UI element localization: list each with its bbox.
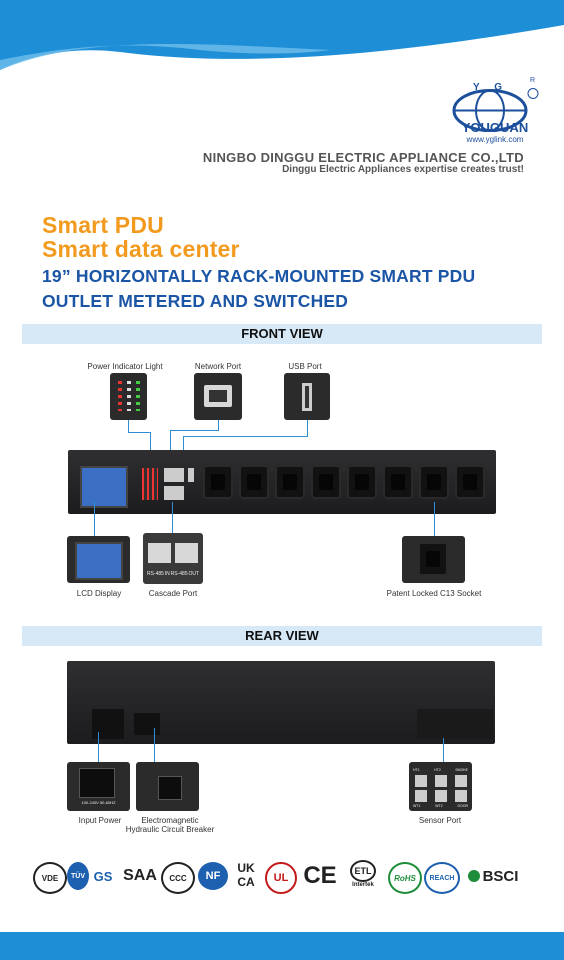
sensor-label: HT1 [413, 768, 420, 772]
front-network-port [164, 468, 184, 482]
c13-socket-photo [402, 536, 465, 583]
connector-line [154, 728, 155, 762]
connector-line [307, 420, 308, 436]
reach-mark: REACH [424, 862, 460, 894]
connector-line [434, 502, 435, 536]
ce-mark: CE [303, 862, 337, 889]
bsci-icon [467, 870, 480, 882]
pdu-rear-panel [67, 661, 495, 744]
rear-sensor-ports [417, 709, 493, 739]
sensor-label: DOOR [457, 804, 469, 808]
breaker-caption-line2: Hydraulic Circuit Breaker [125, 825, 215, 834]
power-indicator-photo [110, 373, 147, 420]
network-port-photo [194, 373, 242, 420]
rear-input-power [92, 709, 124, 739]
logo-letters: Y G [473, 82, 509, 93]
headline-smart-pdu: Smart PDU [42, 212, 164, 238]
sensor-label: SMOKE [455, 768, 468, 772]
cascade-label: IN [164, 571, 170, 577]
saa-mark: SAA [123, 867, 157, 884]
c13-socket [275, 465, 305, 499]
registered-mark: R [530, 77, 536, 84]
power-indicator-caption: Power Indicator Light [87, 362, 163, 371]
company-slogan: Dinggu Electric Appliances expertise cre… [282, 164, 524, 175]
youguan-logo [452, 88, 539, 132]
breaker-caption-line1: Electromagnetic [141, 816, 199, 825]
cascade-label: OUT [188, 571, 199, 577]
top-wave-decoration [0, 0, 564, 70]
vde-mark: VDE [33, 862, 67, 894]
sensor-label: HT2 [434, 768, 441, 772]
gs-mark: GS [93, 868, 113, 884]
bottom-band [0, 932, 564, 960]
ccc-mark: CCC [161, 862, 195, 894]
c13-socket [383, 465, 413, 499]
c13-socket [203, 465, 233, 499]
connector-line [98, 732, 99, 762]
c13-socket [311, 465, 341, 499]
sensor-label: WT2 [435, 804, 443, 808]
headline-smart-data-center: Smart data center [42, 236, 240, 262]
bsci-mark: BSCI [463, 862, 523, 890]
connector-line [94, 502, 95, 536]
socket-caption: Patent Locked C13 Socket [386, 589, 482, 598]
usb-port-photo [284, 373, 330, 420]
cascade-port-caption: Cascade Port [148, 589, 198, 598]
cascade-label: RS-485 [147, 571, 164, 577]
headline-outlet-metered: OUTLET METERED AND SWITCHED [42, 291, 349, 311]
nf-mark: NF [198, 862, 228, 890]
network-port-caption: Network Port [194, 362, 242, 371]
sensor-label: WT1 [413, 804, 421, 808]
ukca-mark: UK CA [237, 861, 255, 889]
c13-socket [455, 465, 485, 499]
connector-line [443, 738, 444, 762]
connector-line [170, 430, 219, 431]
headline-rack-mounted: 19” HORIZONTALLY RACK-MOUNTED SMART PDU [42, 266, 476, 286]
indicator-lights [142, 468, 158, 500]
front-view-title: FRONT VIEW [22, 324, 542, 344]
brand-name: YOUGUAN [461, 120, 529, 135]
front-usb-port [188, 468, 194, 482]
front-lcd [80, 466, 128, 508]
cascade-label: RS-485 [170, 571, 188, 577]
pdu-front-panel [68, 450, 496, 514]
lcd-display-caption: LCD Display [76, 589, 122, 598]
connector-line [172, 502, 173, 536]
c13-socket [347, 465, 377, 499]
lcd-display-photo [67, 536, 130, 583]
input-power-photo: 100-240V 50-60HZ [67, 762, 130, 811]
usb-port-caption: USB Port [288, 362, 322, 371]
front-cascade-port [164, 486, 184, 500]
sensor-port-caption: Sensor Port [418, 816, 462, 825]
sensor-port-photo: HT1 HT2 SMOKE WT1 WT2 DOOR [409, 762, 472, 811]
cascade-port-photo: RS-485 IN RS-485 OUT [143, 533, 203, 584]
circuit-breaker-photo [136, 762, 199, 811]
tuv-mark: TÜV [67, 862, 89, 890]
ul-mark: UL [265, 862, 297, 894]
company-name: NINGBO DINGGU ELECTRIC APPLIANCE CO.,LTD [202, 150, 524, 165]
brand-url: www.yglink.com [466, 135, 524, 144]
c13-socket [419, 465, 449, 499]
connector-line [128, 432, 150, 433]
connector-line [183, 436, 308, 437]
connector-line [218, 420, 219, 430]
c13-socket [239, 465, 269, 499]
rohs-mark: RoHS [388, 862, 422, 894]
rear-breaker [134, 713, 160, 735]
input-power-caption: Input Power [78, 816, 122, 825]
etl-intertek-mark: ETL Intertek [348, 860, 378, 892]
connector-line [128, 420, 129, 432]
input-rating: 100-240V 50-60HZ [81, 800, 116, 805]
rear-view-title: REAR VIEW [22, 626, 542, 646]
